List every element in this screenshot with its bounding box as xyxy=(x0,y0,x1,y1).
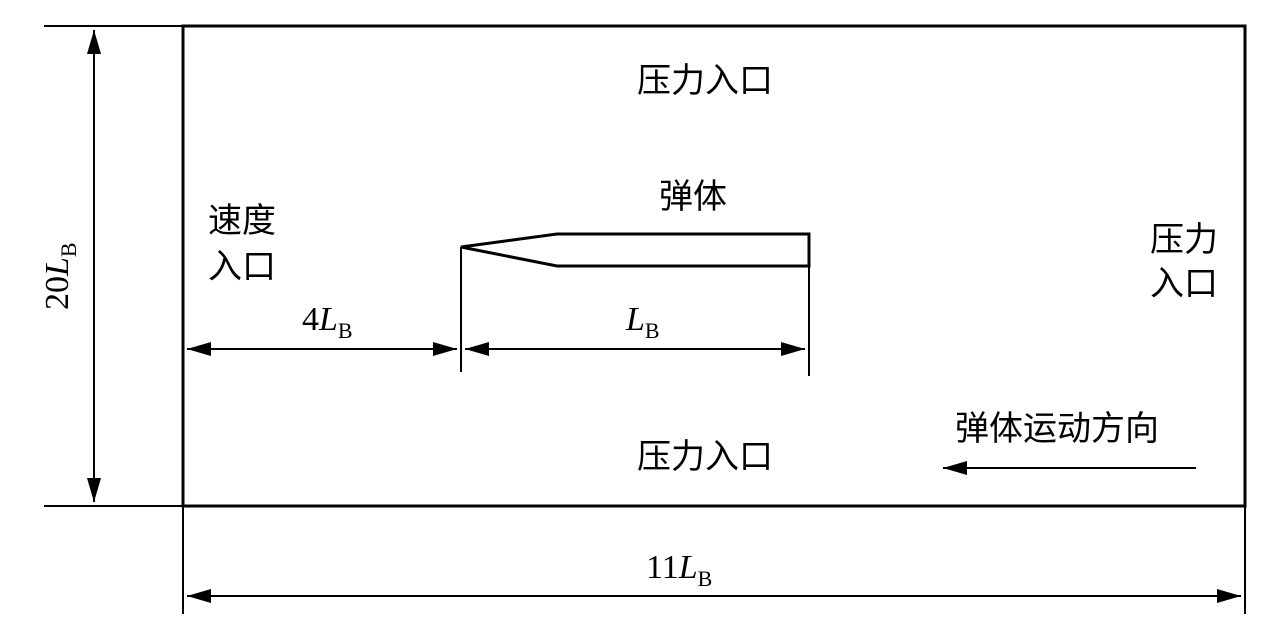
projectile-label: 弹体 xyxy=(659,177,727,217)
left-boundary-label-line1: 速度 xyxy=(208,201,276,241)
domain-boundary xyxy=(181,24,1247,508)
projectile-body xyxy=(460,232,811,268)
body-length-dimension-label: LB xyxy=(625,301,660,343)
height-dimension-label: 20LB xyxy=(39,242,81,310)
width-dimension-label: 11LB xyxy=(646,549,712,591)
right-boundary-label-line1: 压力 xyxy=(1150,220,1218,260)
right-boundary-label-line2: 入口 xyxy=(1150,264,1218,304)
bottom-boundary-label: 压力入口 xyxy=(637,437,773,477)
left-boundary-label-line2: 入口 xyxy=(208,247,276,287)
motion-direction-label: 弹体运动方向 xyxy=(955,409,1159,449)
top-boundary-label: 压力入口 xyxy=(637,61,773,101)
upstream-dimension-label: 4LB xyxy=(302,301,353,343)
